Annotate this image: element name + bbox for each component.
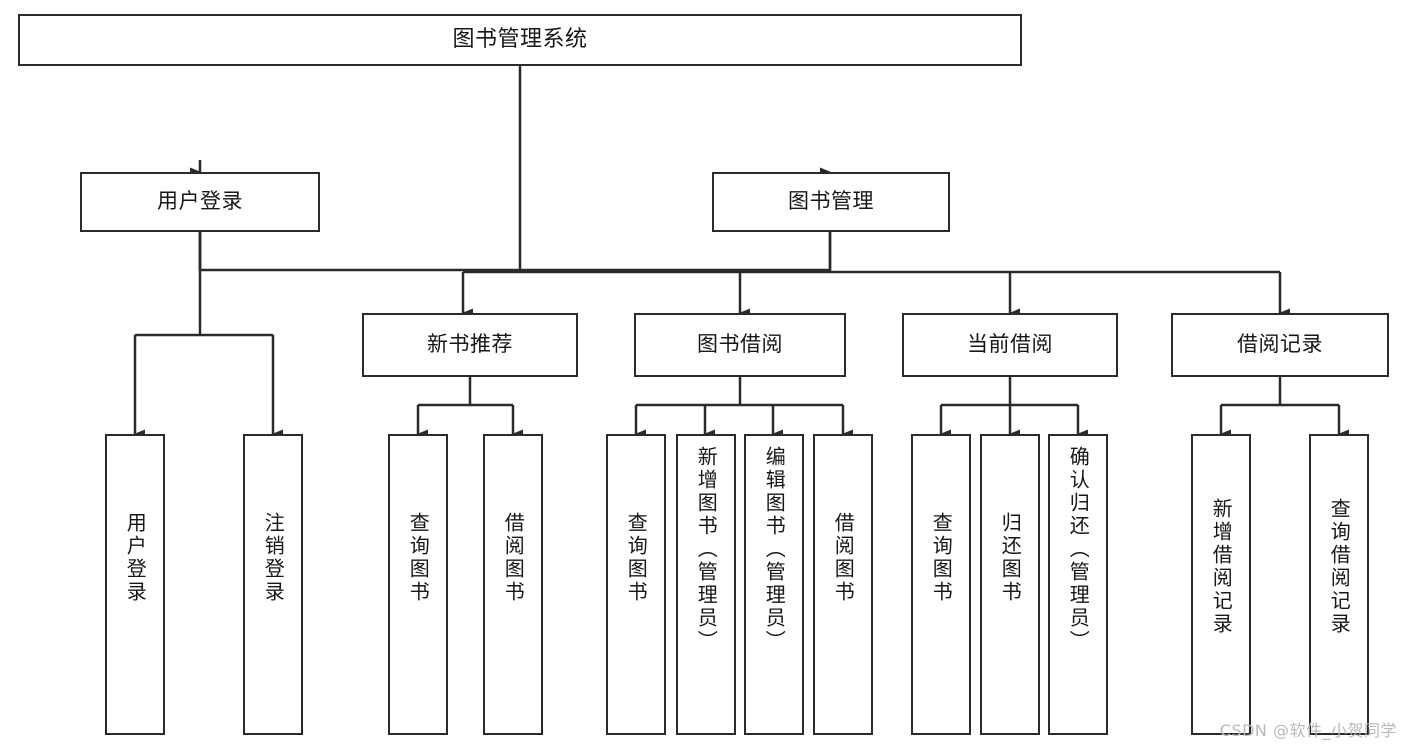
leaf-edit-book-admin[interactable]: 编辑图书（管理员）	[744, 434, 804, 735]
node-label: 新增图书（管理员）	[694, 446, 719, 653]
csdn-watermark: CSDN @软件_小贺同学	[1219, 721, 1397, 740]
leaf-confirm-return-admin[interactable]: 确认归还（管理员）	[1048, 434, 1108, 735]
node-label: 归还图书	[998, 512, 1023, 604]
leaf-return-book[interactable]: 归还图书	[980, 434, 1040, 735]
node-current-borrow[interactable]: 当前借阅	[902, 313, 1118, 377]
node-label: 图书借阅	[697, 332, 783, 357]
node-label: 借阅记录	[1237, 332, 1323, 357]
node-book-borrow[interactable]: 图书借阅	[634, 313, 846, 377]
node-book-management[interactable]: 图书管理	[712, 172, 950, 232]
leaf-borrow-book[interactable]: 借阅图书	[813, 434, 873, 735]
leaf-query-book-borrow[interactable]: 查询图书	[606, 434, 666, 735]
node-label: 查询图书	[624, 512, 649, 604]
leaf-query-book-recommend[interactable]: 查询图书	[388, 434, 448, 735]
leaf-add-borrow-record[interactable]: 新增借阅记录	[1191, 434, 1251, 735]
node-label: 编辑图书（管理员）	[762, 446, 787, 653]
node-label: 查询图书	[929, 512, 954, 604]
node-root-system[interactable]: 图书管理系统	[18, 14, 1022, 66]
leaf-logout[interactable]: 注销登录	[243, 434, 303, 735]
leaf-borrow-book-recommend[interactable]: 借阅图书	[483, 434, 543, 735]
node-label: 确认归还（管理员）	[1066, 446, 1091, 653]
node-borrow-record[interactable]: 借阅记录	[1171, 313, 1389, 377]
node-label: 借阅图书	[831, 512, 856, 604]
node-label: 图书管理系统	[452, 26, 588, 52]
leaf-add-book-admin[interactable]: 新增图书（管理员）	[676, 434, 736, 735]
leaf-user-login[interactable]: 用户登录	[105, 434, 165, 735]
node-label: 新增借阅记录	[1209, 498, 1234, 636]
node-label: 注销登录	[261, 512, 286, 604]
node-label: 借阅图书	[501, 512, 526, 604]
leaf-query-borrow-record[interactable]: 查询借阅记录	[1309, 434, 1369, 735]
node-label: 新书推荐	[427, 332, 513, 357]
node-label: 查询图书	[406, 512, 431, 604]
node-label: 当前借阅	[967, 332, 1053, 357]
node-label: 图书管理	[788, 189, 874, 214]
leaf-query-book-current[interactable]: 查询图书	[911, 434, 971, 735]
node-user-login[interactable]: 用户登录	[80, 172, 320, 232]
node-label: 用户登录	[157, 189, 243, 214]
node-new-book-recommend[interactable]: 新书推荐	[362, 313, 578, 377]
node-label: 查询借阅记录	[1327, 498, 1352, 636]
node-label: 用户登录	[123, 512, 148, 604]
